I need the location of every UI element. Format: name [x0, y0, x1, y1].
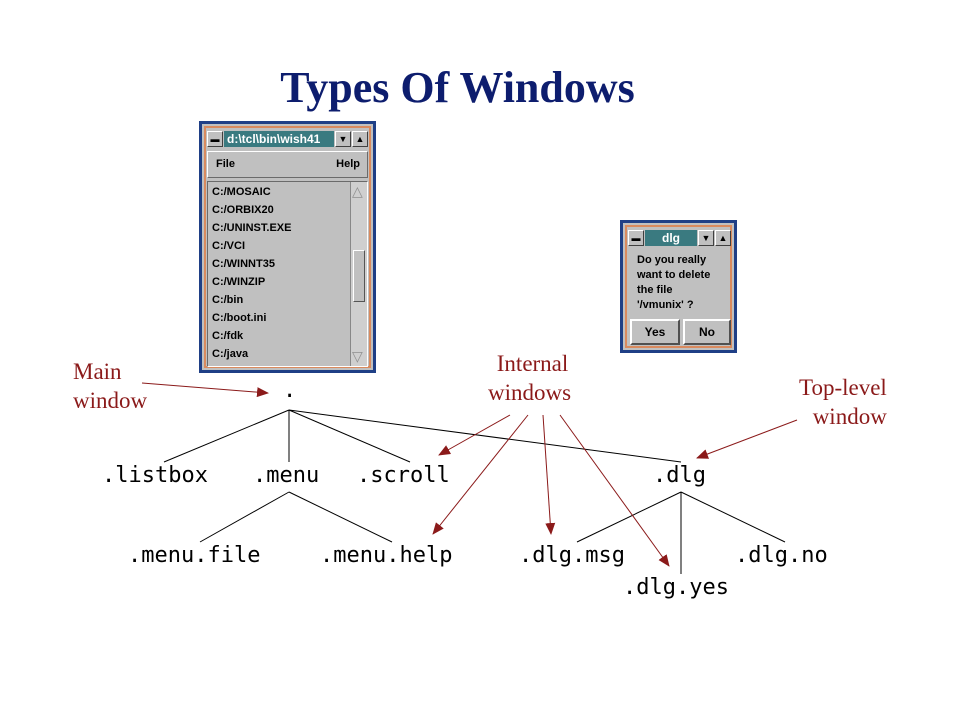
note-main-window: Main window — [73, 359, 148, 413]
scroll-up-icon[interactable]: △ — [352, 183, 363, 199]
arrow-internal-dlg-yes — [559, 414, 670, 567]
edge-menu-help — [288, 491, 393, 543]
arrow-internal-scroll — [438, 414, 511, 456]
node-root: . — [283, 378, 297, 403]
edge-root-listbox — [163, 409, 290, 463]
message-line: Do you really — [637, 254, 707, 266]
edge-menu-file — [199, 491, 290, 543]
file-listbox[interactable]: C:/MOSAIC C:/ORBIX20 C:/UNINST.EXE C:/VC… — [207, 181, 368, 367]
list-item[interactable]: C:/bin — [212, 294, 244, 306]
list-item[interactable]: C:/WINNT35 — [212, 258, 275, 270]
edge-root-dlg — [288, 409, 682, 463]
list-item[interactable]: C:/VCI — [212, 240, 245, 252]
edge-dlg-no — [680, 491, 786, 543]
node-menu-help: .menu.help — [320, 543, 453, 568]
node-dlg-no: .dlg.no — [735, 543, 828, 568]
main-window: ▬ d:\tcl\bin\wish41 ▼ ▲ File Help C:/MOS… — [199, 121, 376, 373]
system-menu-icon[interactable]: ▬ — [628, 230, 644, 246]
arrow-main-window — [141, 382, 269, 398]
list-item[interactable]: C:/WINZIP — [212, 276, 266, 288]
message-line: the file — [637, 284, 673, 296]
list-item[interactable]: C:/fdk — [212, 330, 244, 342]
menu-help[interactable]: Help — [336, 158, 360, 170]
dialog-message: Do you really want to delete the file '/… — [637, 253, 710, 313]
node-menu-file: .menu.file — [128, 543, 261, 568]
arrow-internal-menu-help — [432, 414, 529, 535]
list-item[interactable]: C:/ORBIX20 — [212, 204, 274, 216]
menu-file[interactable]: File — [216, 158, 235, 170]
node-dlg-msg: .dlg.msg — [519, 543, 625, 568]
dialog-caption: dlg — [645, 230, 697, 246]
window-caption: d:\tcl\bin\wish41 — [224, 131, 334, 147]
page-title: Types Of Windows — [280, 63, 635, 112]
no-button[interactable]: No — [683, 319, 731, 345]
dialog-window: ▬ dlg ▼ ▲ Do you really want to delete t… — [620, 220, 737, 353]
list-item[interactable]: C:/java — [212, 348, 249, 360]
message-line: want to delete — [637, 269, 711, 281]
edge-root-scroll — [288, 409, 411, 463]
main-window-frame: ▬ d:\tcl\bin\wish41 ▼ ▲ File Help C:/MOS… — [204, 126, 371, 368]
arrow-toplevel-dlg — [696, 419, 798, 459]
tree-edges — [163, 409, 786, 574]
annotation-arrows — [141, 382, 798, 567]
list-item[interactable]: C:/boot.ini — [212, 312, 267, 324]
arrow-internal-dlg-msg — [542, 414, 556, 535]
minimize-icon[interactable]: ▼ — [698, 230, 714, 246]
node-scroll: .scroll — [357, 463, 450, 488]
list-item[interactable]: C:/MOSAIC — [212, 186, 271, 198]
vertical-scrollbar[interactable]: △ ▽ — [350, 182, 367, 366]
node-menu: .menu — [253, 463, 320, 488]
note-toplevel-window: Top-level window — [799, 375, 887, 429]
list-item[interactable]: C:/UNINST.EXE — [212, 222, 292, 234]
node-listbox: .listbox — [102, 463, 208, 488]
scroll-down-icon[interactable]: ▽ — [352, 348, 363, 364]
edge-dlg-msg — [576, 491, 682, 543]
maximize-icon[interactable]: ▲ — [715, 230, 731, 246]
minimize-icon[interactable]: ▼ — [335, 131, 351, 147]
node-dlg-yes: .dlg.yes — [623, 575, 729, 600]
scroll-thumb[interactable] — [353, 250, 365, 302]
maximize-icon[interactable]: ▲ — [352, 131, 368, 147]
node-dlg: .dlg — [653, 463, 706, 488]
note-internal-windows: Internal windows — [488, 351, 572, 405]
system-menu-icon[interactable]: ▬ — [207, 131, 223, 147]
message-line: '/vmunix' ? — [637, 299, 694, 311]
menu-bar: File Help — [207, 151, 368, 178]
yes-button[interactable]: Yes — [630, 319, 680, 345]
dialog-frame: ▬ dlg ▼ ▲ Do you really want to delete t… — [625, 225, 732, 348]
